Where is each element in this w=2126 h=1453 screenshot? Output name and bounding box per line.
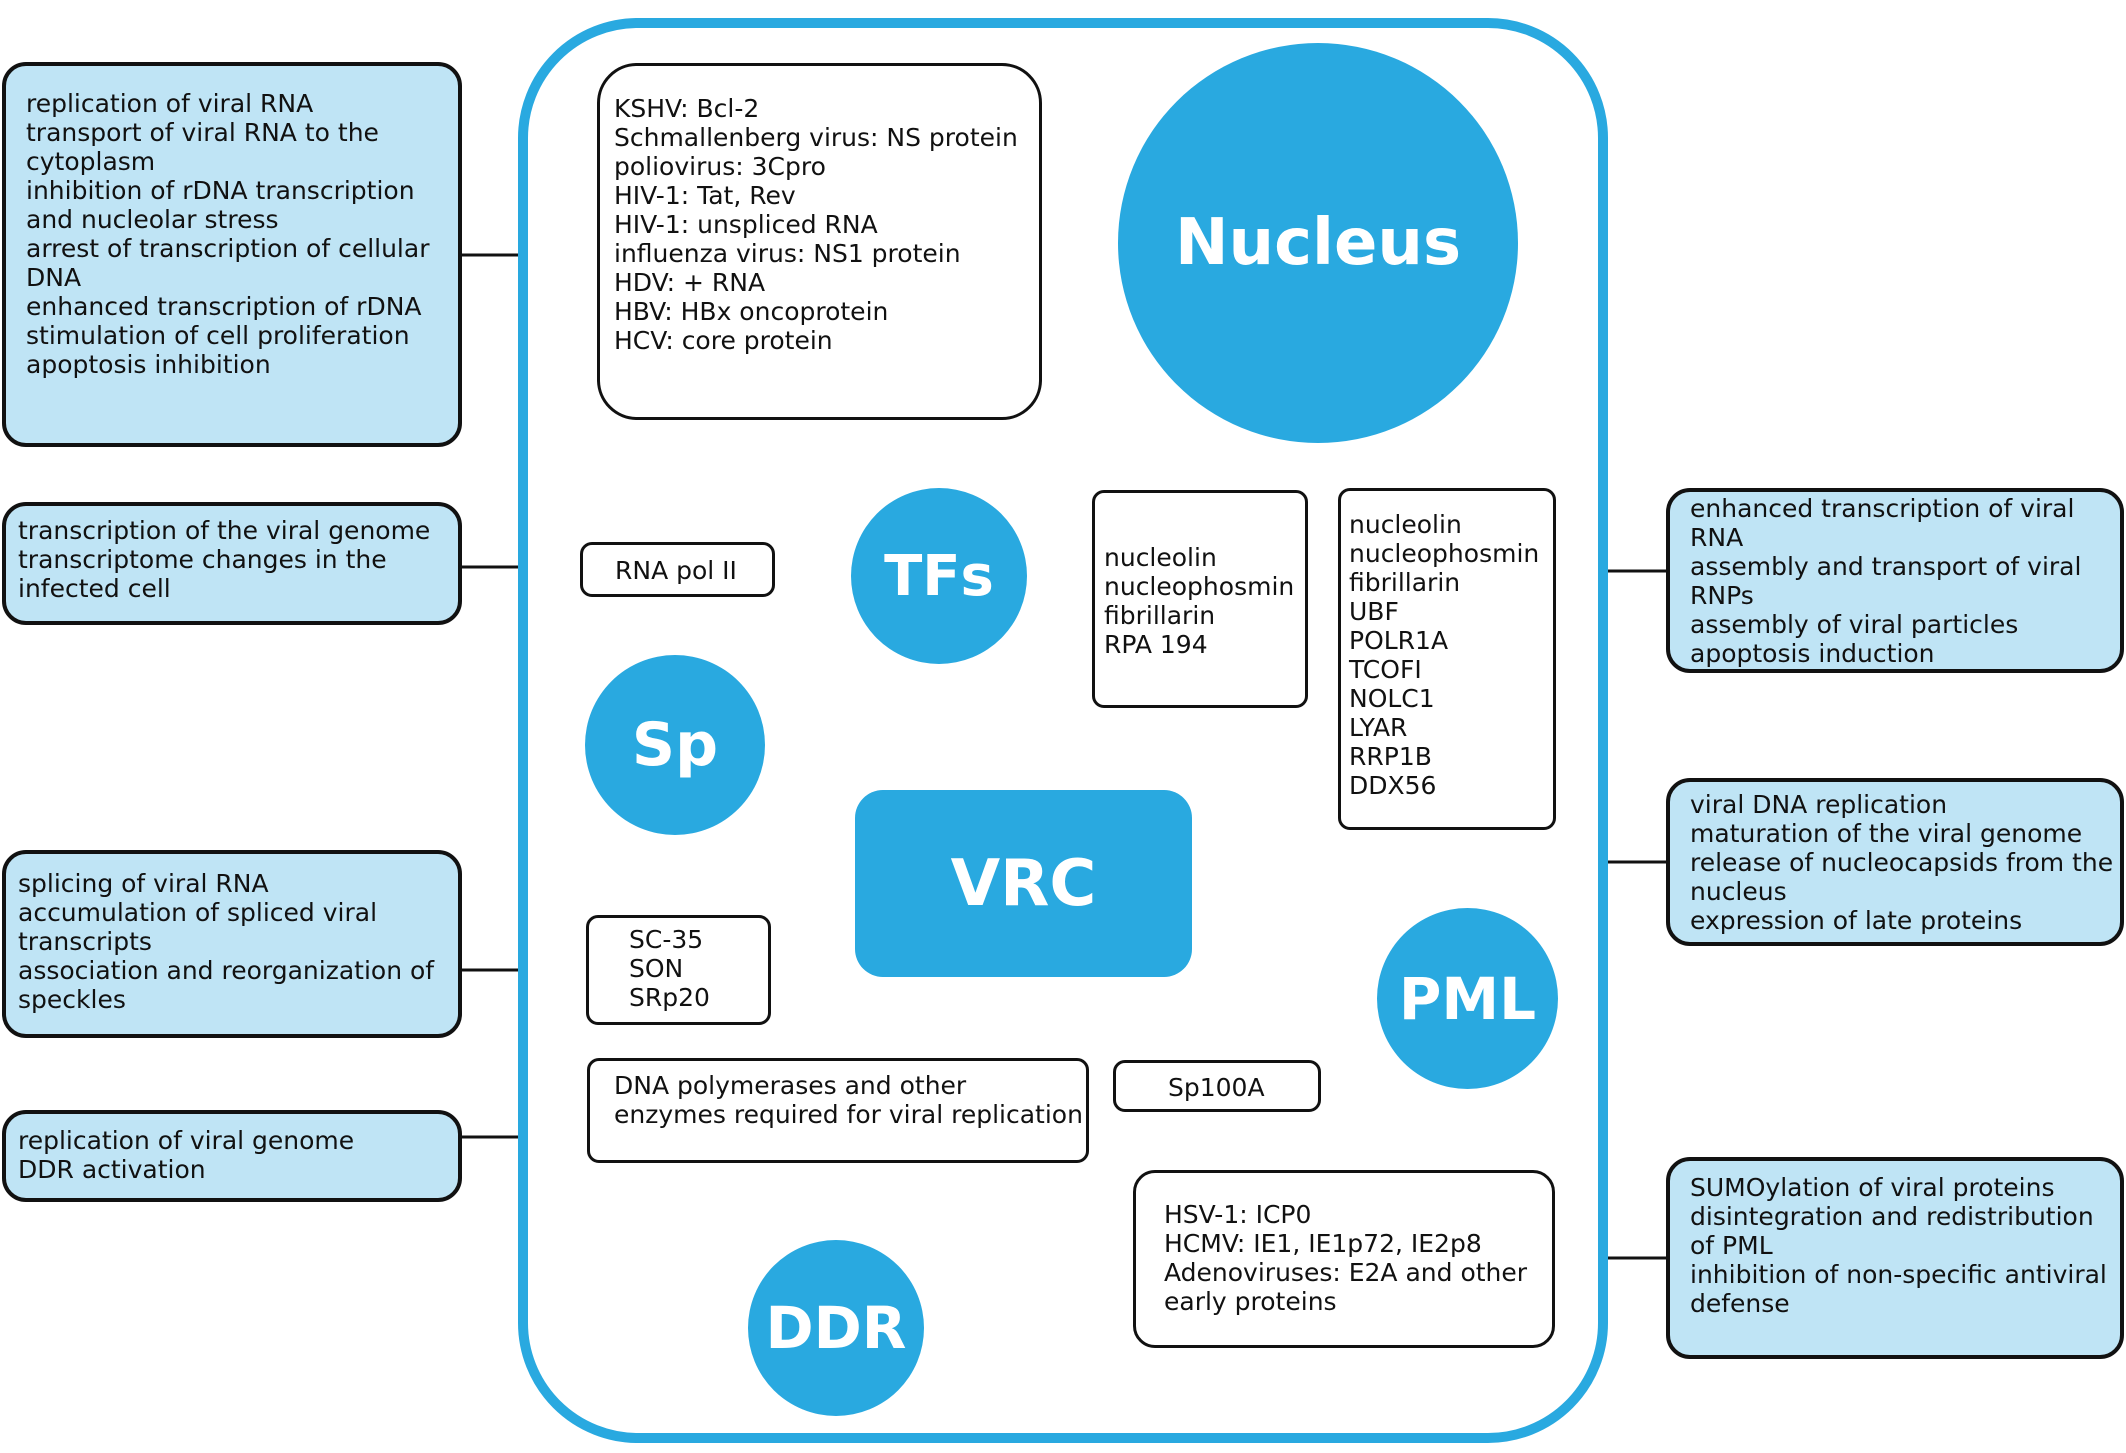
protein-item: SRp20 [629,983,710,1012]
viral-factor-item: Adenoviruses: E2A and other [1164,1258,1528,1287]
nucleus-circle: Nucleus [1118,43,1518,443]
protein-item: UBF [1349,597,1399,626]
protein-item: nucleophosmin [1349,539,1540,568]
function-line: expression of late proteins [1690,906,2023,935]
tfs-label: TFs [884,543,994,609]
speckle-proteins-box: SC-35 SON SRp20 [586,915,771,1025]
function-line: speckles [18,985,126,1014]
function-line: apoptosis inhibition [26,350,271,379]
function-line: stimulation of cell proliferation [26,321,410,350]
protein-item: nucleophosmin [1104,572,1295,601]
function-line: transport of viral RNA to the [26,118,379,147]
protein-item: SC-35 [629,925,704,954]
function-line: of PML [1690,1231,1773,1260]
function-box-right-1: enhanced transcription of viral RNA asse… [1666,488,2124,673]
function-box-left-4: replication of viral genome DDR activati… [2,1110,462,1202]
viral-factor-item: influenza virus: NS1 protein [614,239,961,268]
function-box-left-3: splicing of viral RNA accumulation of sp… [2,850,462,1038]
viral-factor-item: HIV-1: Tat, Rev [614,181,796,210]
function-line: association and reorganization of [18,956,435,985]
protein-item: fibrillarin [1349,568,1461,597]
protein-item: RPA 194 [1104,630,1208,659]
viral-factor-item: HIV-1: unspliced RNA [614,210,878,239]
function-line: enhanced transcription of viral [1690,494,2075,523]
protein-item: LYAR [1349,713,1408,742]
viral-factor-item: early proteins [1164,1287,1337,1316]
function-line: replication of viral RNA [26,89,314,118]
protein-item: NOLC1 [1349,684,1435,713]
enzyme-line: DNA polymerases and other [614,1071,967,1100]
nucleus-label: Nucleus [1174,206,1462,280]
function-box-right-2: viral DNA replication maturation of the … [1666,778,2124,946]
vrc-box: VRC [855,790,1192,977]
vrc-label: VRC [950,846,1097,921]
sp100a-box: Sp100A [1113,1060,1321,1112]
function-line: release of nucleocapsids from the [1690,848,2114,877]
sp-label: Sp [631,710,719,780]
protein-item: RRP1B [1349,742,1432,771]
pml-circle: PML [1377,908,1558,1089]
function-line: defense [1690,1289,1790,1318]
function-box-left-1: replication of viral RNA transport of vi… [2,62,462,447]
viral-factors-box: KSHV: Bcl-2 Schmallenberg virus: NS prot… [597,63,1042,420]
function-line: disintegration and redistribution [1690,1202,2094,1231]
protein-item: nucleolin [1104,543,1217,572]
function-line: inhibition of non-specific antiviral [1690,1260,2107,1289]
ddr-circle: DDR [748,1240,924,1416]
function-line: viral DNA replication [1690,790,1948,819]
function-line: apoptosis induction [1690,639,1935,668]
viral-factor-item: HDV: + RNA [614,268,766,297]
function-line: DDR activation [18,1155,206,1184]
viral-factor-item: HCV: core protein [614,326,833,355]
protein-item: DDX56 [1349,771,1437,800]
function-box-right-3: SUMOylation of viral proteins disintegra… [1666,1157,2124,1359]
rna-pol-label: RNA pol II [615,556,737,585]
function-line: DNA [26,263,82,292]
sp100a-label: Sp100A [1168,1073,1265,1102]
function-line: splicing of viral RNA [18,869,269,898]
pml-viral-factors-box: HSV-1: ICP0 HCMV: IE1, IE1p72, IE2p8 Ade… [1133,1170,1555,1348]
viral-factor-item: Schmallenberg virus: NS protein [614,123,1018,152]
function-box-left-2: transcription of the viral genome transc… [2,502,462,625]
viral-factor-item: poliovirus: 3Cpro [614,152,826,181]
function-line: nucleus [1690,877,1787,906]
function-line: replication of viral genome [18,1126,355,1155]
function-line: inhibition of rDNA transcription [26,176,415,205]
viral-factor-item: HBV: HBx oncoprotein [614,297,889,326]
viral-factor-item: HSV-1: ICP0 [1164,1200,1312,1229]
function-line: enhanced transcription of rDNA [26,292,422,321]
protein-item: POLR1A [1349,626,1449,655]
nucleolar-proteins-box-long: nucleolin nucleophosmin fibrillarin UBF … [1338,488,1556,830]
nucleolar-proteins-box-short: nucleolin nucleophosmin fibrillarin RPA … [1092,490,1308,708]
pml-label: PML [1398,964,1537,1033]
function-line: arrest of transcription of cellular [26,234,430,263]
function-line: RNPs [1690,581,1754,610]
protein-item: fibrillarin [1104,601,1216,630]
function-line: SUMOylation of viral proteins [1690,1173,2055,1202]
enzyme-line: enzymes required for viral replication [614,1100,1083,1129]
protein-item: TCOFI [1349,655,1422,684]
function-line: infected cell [18,574,171,603]
function-line: RNA [1690,523,1744,552]
function-line: maturation of the viral genome [1690,819,2083,848]
viral-factor-item: KSHV: Bcl-2 [614,94,760,123]
protein-item: SON [629,954,684,983]
function-line: transcripts [18,927,152,956]
function-line: assembly of viral particles [1690,610,2019,639]
tfs-circle: TFs [851,488,1027,664]
function-line: accumulation of spliced viral [18,898,378,927]
function-line: assembly and transport of viral [1690,552,2082,581]
function-line: transcriptome changes in the [18,545,387,574]
function-line: transcription of the viral genome [18,516,431,545]
sp-circle: Sp [585,655,765,835]
ddr-label: DDR [765,1294,907,1362]
protein-item: nucleolin [1349,510,1462,539]
dna-polymerases-box: DNA polymerases and other enzymes requir… [587,1058,1089,1163]
function-line: cytoplasm [26,147,156,176]
rna-pol-box: RNA pol II [580,542,775,597]
function-line: and nucleolar stress [26,205,279,234]
viral-factor-item: HCMV: IE1, IE1p72, IE2p8 [1164,1229,1482,1258]
